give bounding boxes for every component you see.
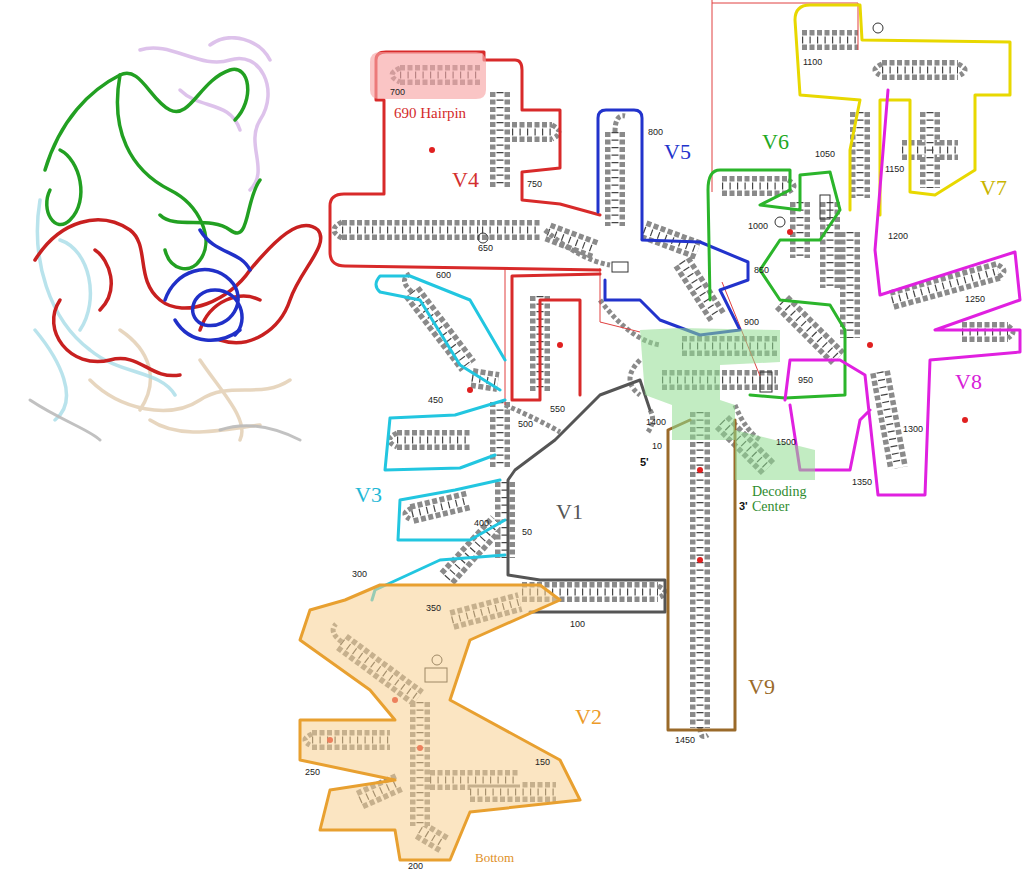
structure-stroke [785,90,1020,495]
structure-stroke [795,5,1010,215]
structure-stroke [873,23,883,33]
position-number: 600 [436,271,451,281]
position-number: 1200 [888,232,908,242]
structure-stroke [60,240,90,330]
position-number: 1150 [885,165,904,175]
structure-stroke [775,217,785,227]
position-number: 1050 [815,150,835,160]
region-shape [300,585,580,860]
position-number: 1450 [675,736,695,746]
structure-stroke [697,467,703,473]
ribbon-structure [30,38,321,440]
structure-stroke [95,250,111,310]
position-number: 250 [305,768,320,778]
structure-stroke [45,69,260,268]
region-name: V2 [575,705,602,729]
position-number: 650 [478,244,493,254]
structure-stroke [512,274,600,400]
structure-stroke [90,330,290,440]
region-name: V4 [452,168,479,192]
position-number: 850 [754,266,769,276]
region-shape [292,583,584,868]
position-number: 200 [408,862,423,872]
structure-stroke [467,387,473,393]
structure-stroke [30,400,100,440]
position-number: 300 [352,570,367,580]
position-number: 1250 [965,295,985,305]
structure-stroke [47,150,81,225]
region-name: V5 [664,140,691,164]
region-name: V9 [748,675,775,699]
position-number: 1400 [646,418,666,428]
structure-stroke [54,300,180,376]
position-number: 1500 [776,438,796,448]
hairpin-region: 690 Hairpin [372,52,484,125]
position-number: 900 [744,318,759,328]
structure-stroke [117,75,205,269]
structure-stroke [140,48,268,190]
structure-stroke [557,342,563,348]
strand-end: 3' [739,500,748,512]
structure-stroke [220,426,300,440]
region-label: 690 Hairpin [394,105,466,122]
structure-stroke [598,110,748,335]
structure-stroke [478,233,488,243]
structure-stroke [668,420,735,730]
position-number: 800 [648,128,663,138]
position-number: 50 [522,528,532,538]
bottom-region: Bottom [292,583,584,868]
structure-stroke [140,38,270,190]
structure-stroke [175,320,240,340]
structure-stroke [165,230,250,340]
position-number: 500 [518,420,533,430]
structure-stroke [787,229,793,235]
structure-stroke [962,417,968,423]
position-number: 1300 [903,425,923,435]
position-number: 100 [570,620,585,630]
region-shape [370,52,486,99]
structure-stroke [200,230,250,270]
position-number: 550 [550,405,565,415]
structure-stroke [45,69,248,170]
strand-end: 5' [640,456,649,468]
structure-stroke [820,195,830,219]
structure-stroke [612,262,628,272]
region-shape [640,328,815,480]
position-number: 1350 [852,478,872,488]
structure-stroke [160,180,260,233]
position-number: 700 [390,88,405,98]
structure-stroke [210,38,270,60]
region-name: V1 [556,500,583,524]
structure-stroke [330,52,600,270]
structure-stroke [508,380,665,612]
structure-stroke [867,342,873,348]
structure-stroke [30,400,300,440]
structure-stroke [180,90,240,130]
position-number: 450 [428,396,443,406]
position-number: 1000 [748,222,768,232]
region-label: Bottom [475,851,514,865]
position-number: 150 [535,758,550,768]
region-name: V8 [955,370,982,394]
position-number: 400 [474,519,489,529]
structure-stroke [90,380,290,410]
position-number: 350 [426,604,441,614]
position-number: 1100 [803,58,822,68]
decoding-center-region: Decoding Center [640,326,827,526]
structure-stroke [35,220,321,376]
structure-stroke [760,372,772,392]
position-number: 10 [652,442,662,452]
position-number: 950 [798,376,813,386]
region-label: Decoding Center [752,484,824,515]
region-name: V6 [762,130,789,154]
region-name: V3 [355,483,382,507]
structure-stroke [372,276,505,600]
structure-stroke [429,147,435,153]
interaction-box [425,23,883,682]
region-name: V7 [980,176,1007,200]
position-number: 750 [527,180,542,190]
structure-stroke [35,220,250,308]
structure-stroke [697,557,703,563]
